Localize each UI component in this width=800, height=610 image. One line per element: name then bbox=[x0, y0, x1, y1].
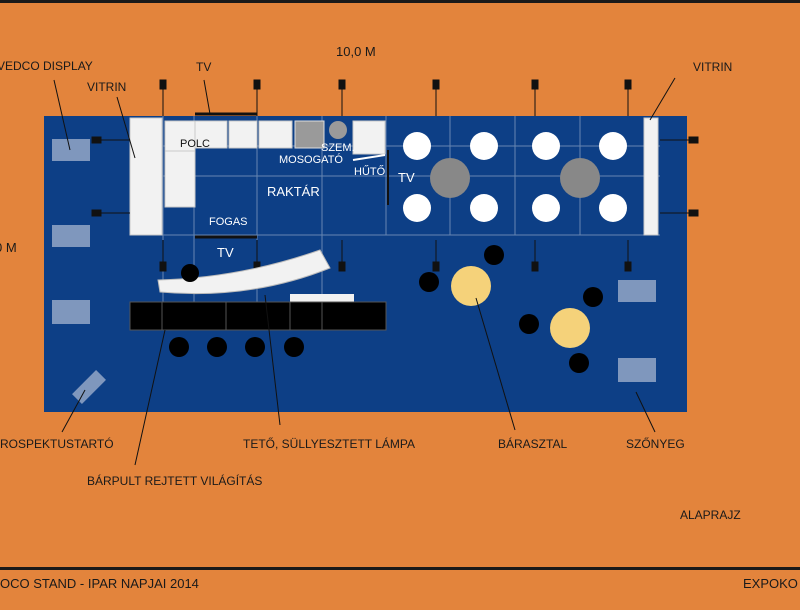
plan-label: ALAPRAJZ bbox=[680, 508, 741, 522]
footer-title: OCO STAND - IPAR NAPJAI 2014 bbox=[0, 576, 199, 591]
display-panel bbox=[52, 300, 90, 324]
bar-table bbox=[451, 266, 491, 306]
bar-counter-top bbox=[290, 294, 354, 302]
display-panels bbox=[52, 139, 656, 404]
trash-bin bbox=[329, 121, 347, 139]
shelf bbox=[194, 120, 228, 149]
width-dimension: 10,0 M bbox=[336, 44, 376, 59]
chair bbox=[532, 132, 560, 160]
chair bbox=[599, 132, 627, 160]
label-roof-lamp: TETŐ, SÜLLYESZTETT LÁMPA bbox=[243, 436, 415, 451]
fridge-door bbox=[352, 154, 386, 161]
display-panel bbox=[52, 225, 90, 247]
shelf bbox=[164, 120, 196, 152]
label-mosogato: MOSOGATÓ bbox=[279, 153, 343, 166]
footer-company: EXPOKO bbox=[743, 576, 798, 591]
bar-counter bbox=[129, 301, 387, 331]
height-dimension: 0 M bbox=[0, 240, 17, 255]
label-bar-table: BÁRASZTAL bbox=[498, 436, 567, 451]
label-carpet: SZŐNYEG bbox=[626, 436, 685, 451]
bar-counter-top bbox=[157, 249, 331, 295]
chair bbox=[532, 194, 560, 222]
carpet bbox=[618, 280, 656, 302]
shelf bbox=[164, 150, 196, 208]
shelf bbox=[258, 120, 293, 149]
label-huto: HŰTŐ bbox=[354, 164, 386, 178]
carpet bbox=[618, 358, 656, 382]
label-fogas: FOGAS bbox=[209, 216, 248, 228]
label-raktar: RAKTÁR bbox=[267, 184, 320, 199]
fridge bbox=[352, 120, 386, 155]
chair bbox=[470, 194, 498, 222]
storage-furniture bbox=[129, 117, 659, 236]
label-szem: SZEM. bbox=[321, 142, 355, 154]
lounge-area bbox=[403, 132, 627, 222]
label-tv-inner: TV bbox=[217, 245, 234, 260]
label-bar-lighting: BÁRPULT REJTETT VILÁGÍTÁS bbox=[87, 473, 262, 488]
shelf bbox=[228, 120, 258, 149]
leader-lines bbox=[53, 77, 676, 466]
label-tv-right: TV bbox=[398, 170, 415, 185]
label-polc: POLC bbox=[180, 138, 210, 150]
chair bbox=[470, 132, 498, 160]
chair bbox=[599, 194, 627, 222]
lounge-table bbox=[560, 158, 600, 198]
bottom-border bbox=[0, 567, 800, 570]
vedco-display bbox=[52, 139, 90, 161]
chair bbox=[403, 194, 431, 222]
label-vitrin-left: VITRIN bbox=[87, 80, 126, 94]
bar-stools bbox=[169, 245, 603, 373]
label-vitrin-right: VITRIN bbox=[693, 60, 732, 74]
label-brochure: ROSPEKTUSTARTÓ bbox=[0, 436, 114, 451]
vitrin-right bbox=[643, 117, 659, 236]
brochure-holder bbox=[72, 370, 106, 404]
top-border bbox=[0, 0, 800, 3]
chair bbox=[403, 132, 431, 160]
bar-table bbox=[550, 308, 590, 348]
sink bbox=[294, 120, 325, 149]
vitrin-left bbox=[129, 117, 163, 236]
label-display: VEDCO DISPLAY bbox=[0, 59, 93, 73]
lounge-table bbox=[430, 158, 470, 198]
ceiling-lamps bbox=[91, 79, 699, 272]
label-tv-top: TV bbox=[196, 60, 211, 74]
